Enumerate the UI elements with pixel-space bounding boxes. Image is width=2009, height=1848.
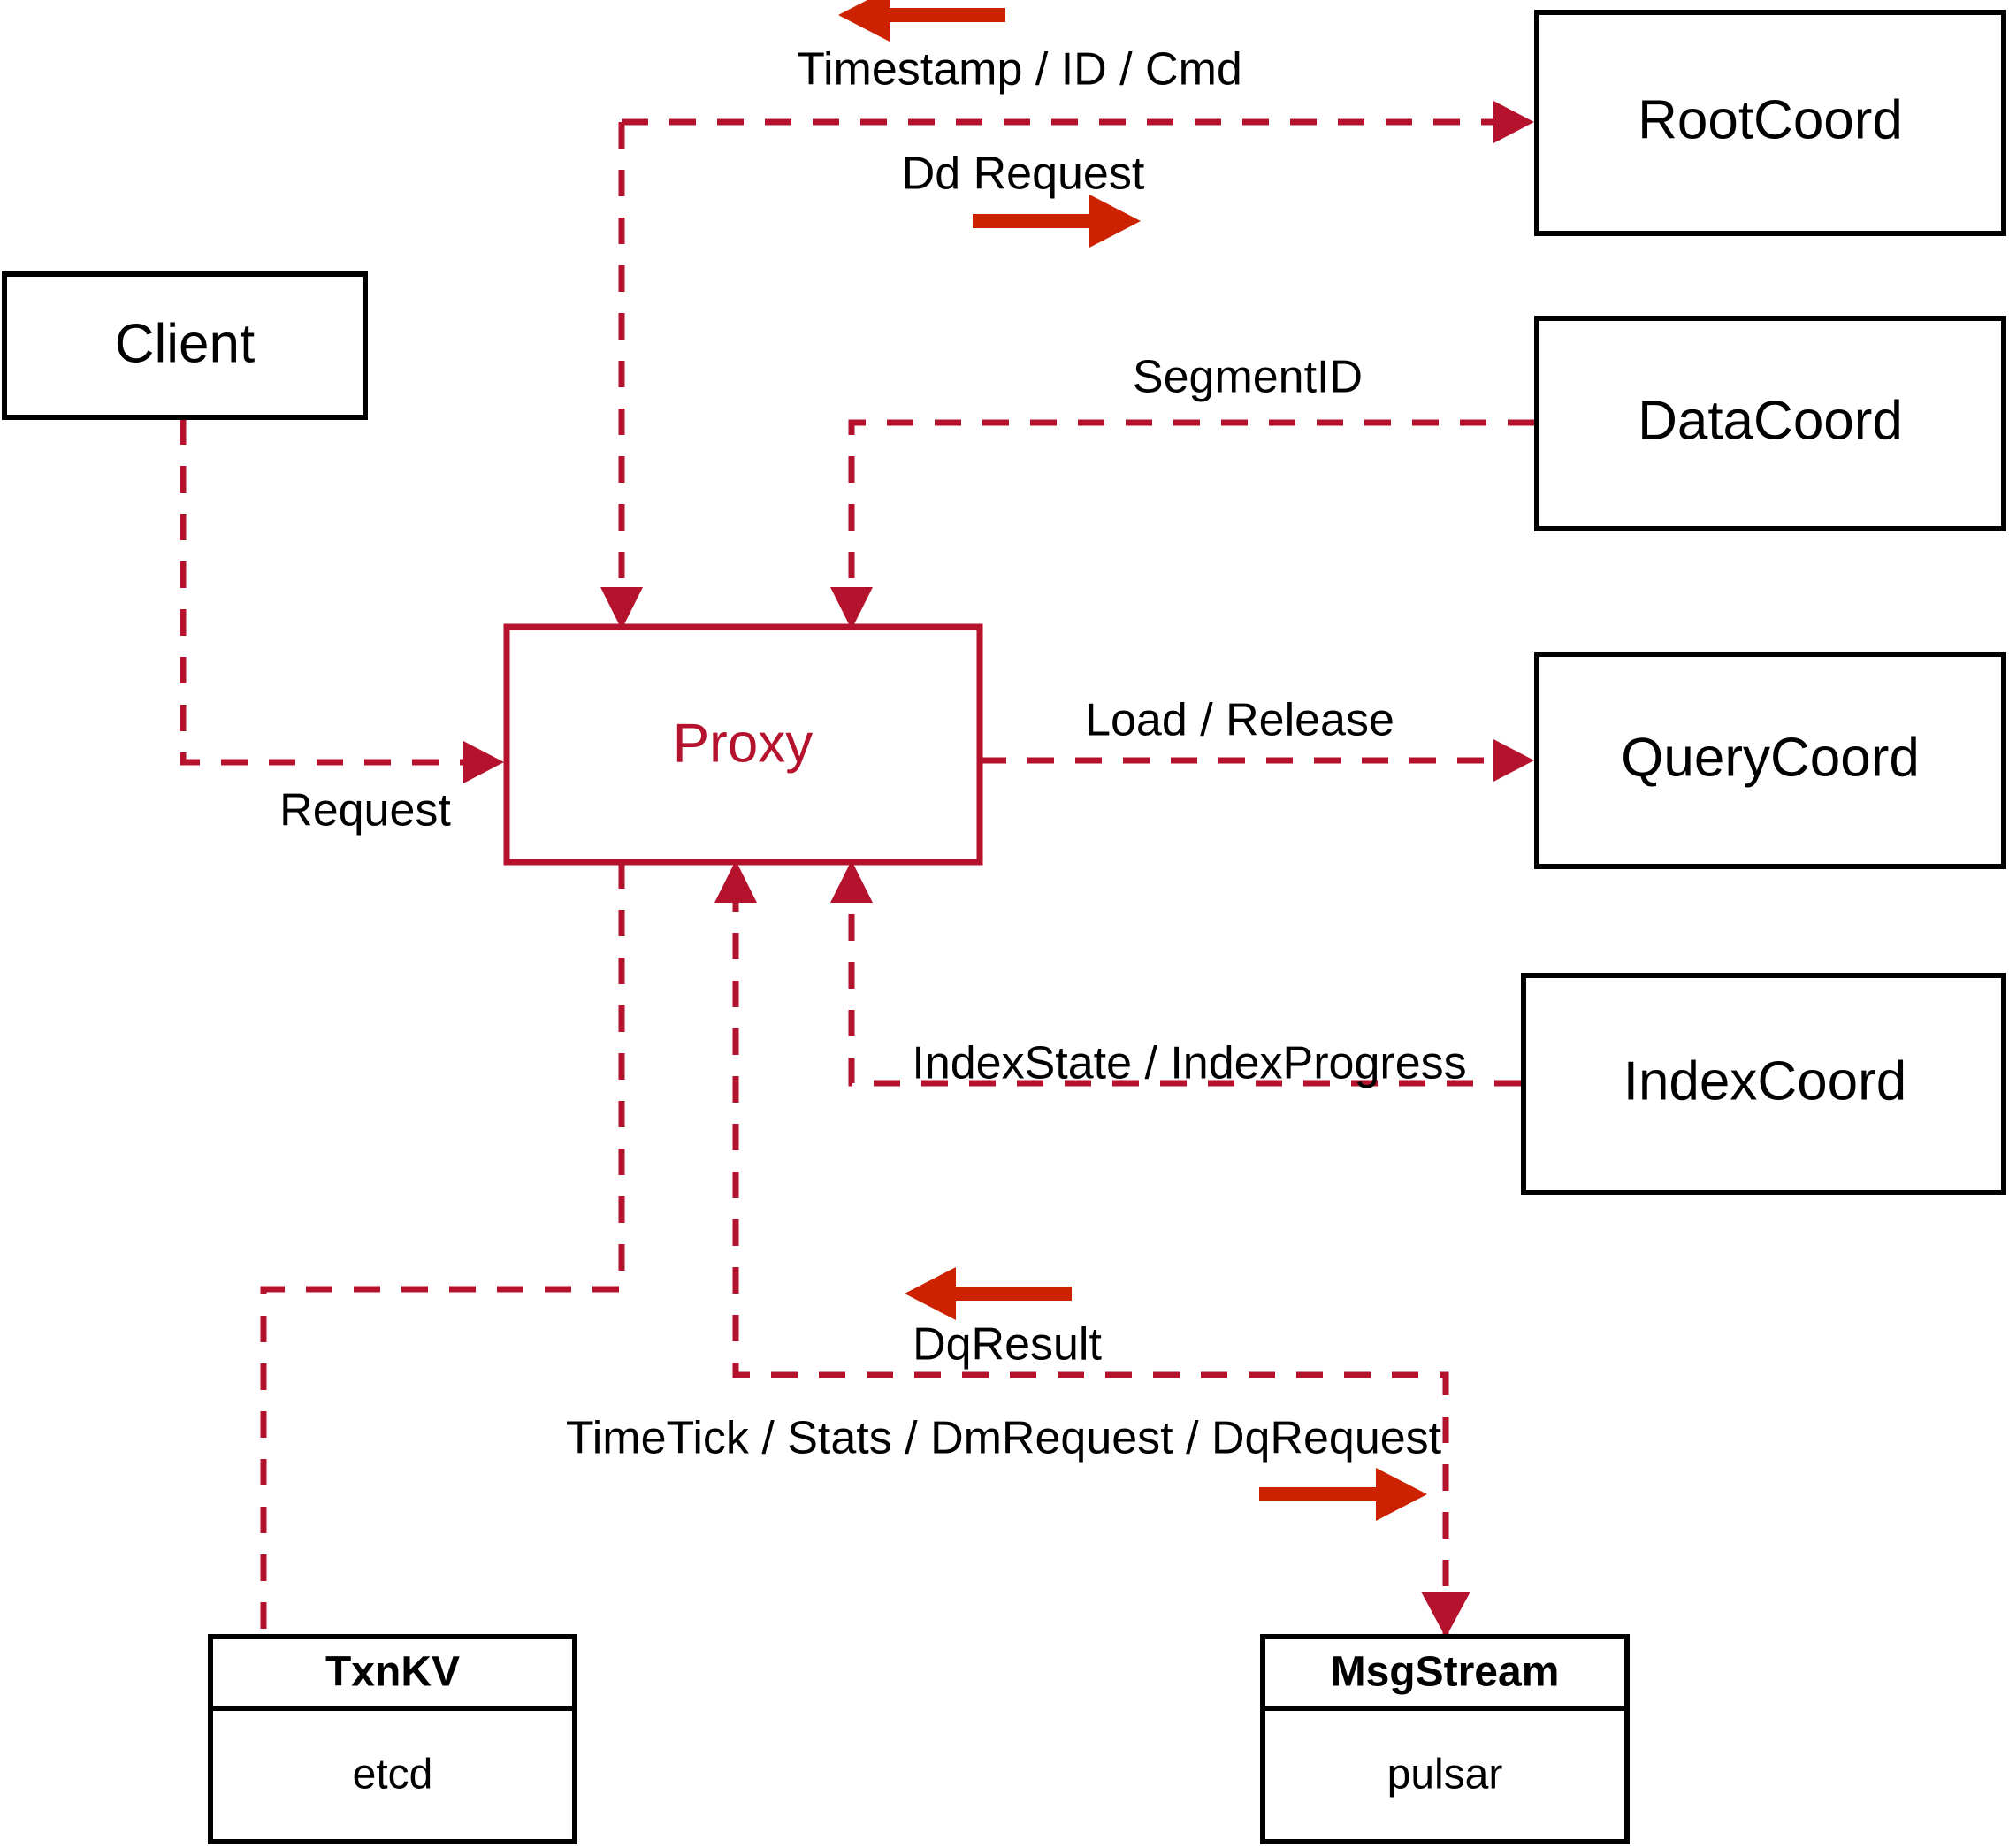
node-msgstream-subtitle: pulsar (1387, 1752, 1503, 1798)
edge-label-load-release: Load / Release (1085, 695, 1394, 746)
node-txnkv-title: TxnKV (325, 1649, 460, 1696)
node-rootcoord[interactable]: RootCoord (1534, 10, 2006, 236)
arrowhead-ddrequest-into-rootcoord (1493, 101, 1534, 143)
edge-label-dd-request: Dd Request (902, 149, 1145, 200)
node-client[interactable]: Client (2, 271, 368, 420)
arrowhead-indexstate-into-proxy (830, 860, 873, 903)
node-proxy[interactable]: Proxy (503, 623, 983, 866)
node-querycoord-label: QueryCoord (1621, 727, 1920, 788)
node-txnkv-subtitle: etcd (353, 1752, 433, 1798)
edge-label-dq-result: DqResult (913, 1319, 1102, 1371)
node-txnkv[interactable]: TxnKV etcd (208, 1634, 577, 1844)
node-proxy-label: Proxy (673, 713, 813, 774)
node-msgstream-title: MsgStream (1331, 1649, 1560, 1696)
arrowhead-loadrelease-into-querycoord (1493, 739, 1534, 782)
direction-arrow-timestamp (838, 0, 1005, 42)
edge-label-timestamp-id-cmd: Timestamp / ID / Cmd (797, 44, 1242, 95)
node-msgstream[interactable]: MsgStream pulsar (1260, 1634, 1630, 1844)
arrowhead-msgstream-into-msgstream (1421, 1592, 1470, 1638)
edge-label-request: Request (279, 785, 451, 836)
arrowhead-dqresult-into-proxy (714, 860, 757, 903)
edge-label-timetick-stats: TimeTick / Stats / DmRequest / DqRequest (566, 1413, 1442, 1464)
arrowhead-request-into-proxy (463, 741, 504, 783)
node-querycoord[interactable]: QueryCoord (1534, 652, 2006, 869)
node-client-label: Client (115, 313, 256, 374)
direction-arrow-dq-result (905, 1267, 1072, 1320)
node-rootcoord-label: RootCoord (1638, 89, 1903, 150)
node-indexcoord[interactable]: IndexCoord (1521, 973, 2006, 1195)
direction-arrow-msgstream (1259, 1468, 1427, 1521)
arrowhead-segmentid-into-proxy (830, 587, 873, 630)
node-datacoord[interactable]: DataCoord (1534, 316, 2006, 531)
flow-proxy-msgstream (732, 889, 1449, 1634)
node-datacoord-label: DataCoord (1638, 390, 1903, 451)
node-indexcoord-label: IndexCoord (1623, 1050, 1907, 1111)
arrowhead-timestamp-into-proxy (600, 587, 643, 630)
flow-proxy-to-txnkv (260, 862, 625, 1634)
edge-label-segment-id: SegmentID (1133, 352, 1363, 403)
flow-indexcoord-to-proxy (848, 889, 1521, 1087)
flow-client-to-proxy (180, 418, 495, 766)
edge-label-index-state-progress: IndexState / IndexProgress (912, 1038, 1466, 1089)
direction-arrow-dd-request (973, 195, 1141, 248)
flow-datacoord-to-proxy (848, 419, 1534, 601)
